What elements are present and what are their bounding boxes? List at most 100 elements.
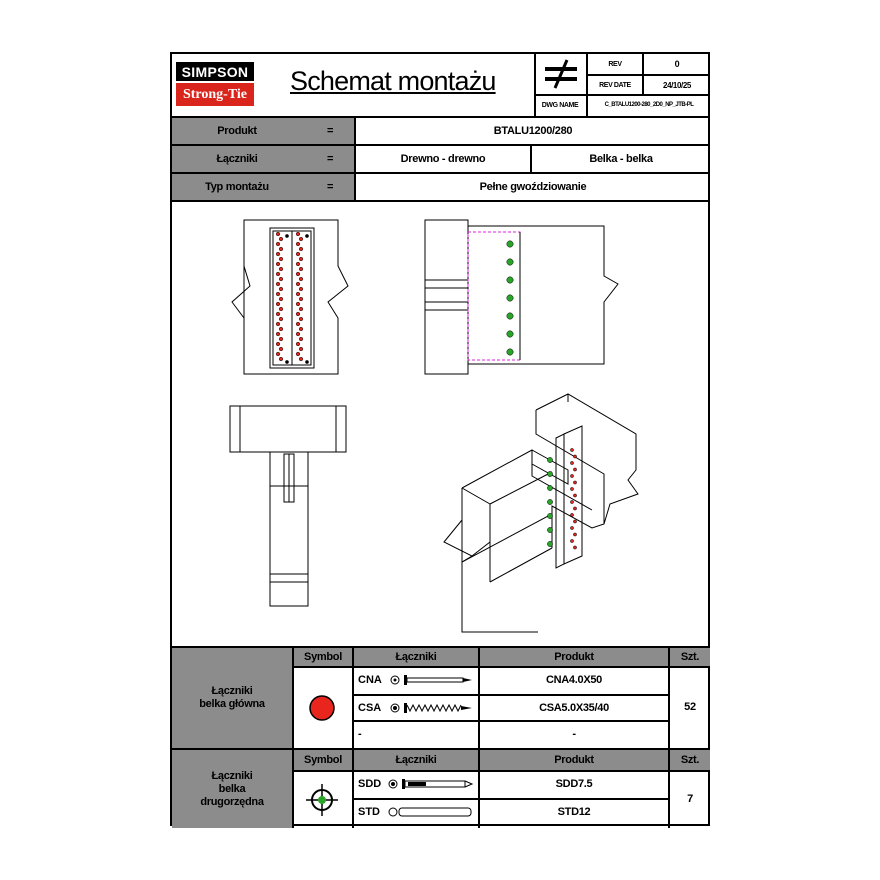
table1-col-product: Produkt xyxy=(480,648,668,666)
nail-dot xyxy=(570,539,574,543)
nail-dot xyxy=(298,306,304,312)
pin-dot xyxy=(285,360,289,364)
fasteners-eq: = xyxy=(327,153,334,165)
nail-dot xyxy=(275,301,281,307)
nail-dot xyxy=(295,311,301,317)
rev-date-label: REV DATE xyxy=(599,81,631,89)
strongtie-logo: Strong-Tie xyxy=(176,83,254,106)
nail-dot xyxy=(275,241,281,247)
cna-code: CNA xyxy=(358,674,382,686)
nail-dot xyxy=(295,301,301,307)
pin-dot xyxy=(305,234,309,238)
dowel-dot xyxy=(506,312,514,320)
nail-dot xyxy=(298,266,304,272)
table1-qty: 52 xyxy=(684,701,696,713)
front-fasteners xyxy=(275,231,309,364)
nail-dot xyxy=(298,236,304,242)
nail-dot xyxy=(570,513,574,517)
isometric-view xyxy=(443,393,639,633)
table1-group-label: Łączniki belka główna xyxy=(172,648,292,748)
dowel-dot xyxy=(506,330,514,338)
table1-col-symbol: Symbol xyxy=(294,648,352,666)
nail-dot xyxy=(278,356,284,362)
red-dot-icon xyxy=(309,695,335,721)
page-title: Schemat montażu xyxy=(290,66,496,96)
dowel-dot xyxy=(506,348,514,356)
dwg-name-value: C_BTALU1200-280_2D0_NP_JTB-PL xyxy=(604,102,694,108)
nail-dot xyxy=(298,276,304,282)
rev-value: 0 xyxy=(674,59,680,69)
std-product: STD12 xyxy=(557,806,591,818)
sdd-product: SDD7.5 xyxy=(555,778,593,790)
csa-code: CSA xyxy=(358,702,382,714)
nail-dot xyxy=(275,261,281,267)
nail-dot xyxy=(573,545,577,550)
nail-dot xyxy=(278,296,284,302)
nail-dot xyxy=(298,346,304,352)
front-view xyxy=(231,219,349,375)
dowel-icon xyxy=(388,779,474,789)
std-code: STD xyxy=(358,806,380,818)
nail-dot xyxy=(278,276,284,282)
nail-dot xyxy=(295,321,301,327)
nail-dot xyxy=(295,291,301,297)
nail-dot xyxy=(570,448,574,452)
nail-dot xyxy=(573,467,577,472)
simpson-logo: SIMPSON xyxy=(176,62,254,81)
table2-group-label: Łączniki belka drugorzędna xyxy=(172,750,292,828)
table1-row-csa: CSA xyxy=(358,696,476,720)
nail-dot xyxy=(298,246,304,252)
product-eq: = xyxy=(327,125,334,137)
nail-dot xyxy=(573,480,577,485)
nail-dot xyxy=(570,500,574,504)
nail-dot xyxy=(278,326,284,332)
nail-dot xyxy=(275,351,281,357)
nail-dot xyxy=(570,474,574,478)
nail-dot xyxy=(295,261,301,267)
not-equal-icon xyxy=(545,59,577,89)
product-value: BTALU1200/280 xyxy=(493,125,573,137)
fasteners-label: Łączniki xyxy=(216,153,258,165)
nail-dot xyxy=(298,296,304,302)
table2-col-qty: Szt. xyxy=(670,750,710,770)
pin-dot xyxy=(285,234,289,238)
nail-dot xyxy=(275,331,281,337)
dowel-dot xyxy=(506,240,514,248)
rev-label: REV xyxy=(608,60,622,68)
product-label-row: Produkt = xyxy=(172,118,354,144)
screw-icon xyxy=(390,703,472,713)
nail-dot xyxy=(573,506,577,511)
nail-dot xyxy=(275,231,281,237)
nail-dot xyxy=(570,487,574,491)
mount-value: Pełne gwoździowanie xyxy=(479,181,587,193)
nail-dot xyxy=(570,526,574,530)
nail-dot xyxy=(278,336,284,342)
nail-dot xyxy=(573,493,577,498)
dowel-dot xyxy=(506,294,514,302)
nail-dot xyxy=(278,286,284,292)
nail-dot xyxy=(278,246,284,252)
nail-dot xyxy=(278,256,284,262)
csa-product: CSA5.0X35/40 xyxy=(539,702,609,714)
cna-product: CNA4.0X50 xyxy=(546,674,602,686)
pin-dot xyxy=(305,360,309,364)
technical-drawings xyxy=(229,219,639,633)
top-view xyxy=(229,405,347,607)
nail-dot xyxy=(295,281,301,287)
nail-dot xyxy=(278,316,284,322)
dowel-dot xyxy=(547,471,553,477)
nail-dot xyxy=(298,316,304,322)
nail-dot xyxy=(278,346,284,352)
nail-dot xyxy=(275,271,281,277)
nail-dot xyxy=(298,356,304,362)
product-label: Produkt xyxy=(217,125,257,137)
nail-dot xyxy=(573,454,577,459)
nail-dot xyxy=(275,341,281,347)
nail-dot xyxy=(275,321,281,327)
assembly-sheet: SIMPSON Strong-Tie Schemat montażu DWG N… xyxy=(170,52,710,828)
nail-dot xyxy=(295,331,301,337)
side-fasteners xyxy=(506,240,514,356)
dowel-dot xyxy=(547,485,553,491)
nail-dot xyxy=(573,532,577,537)
table1-row-cna: CNA xyxy=(358,668,476,692)
